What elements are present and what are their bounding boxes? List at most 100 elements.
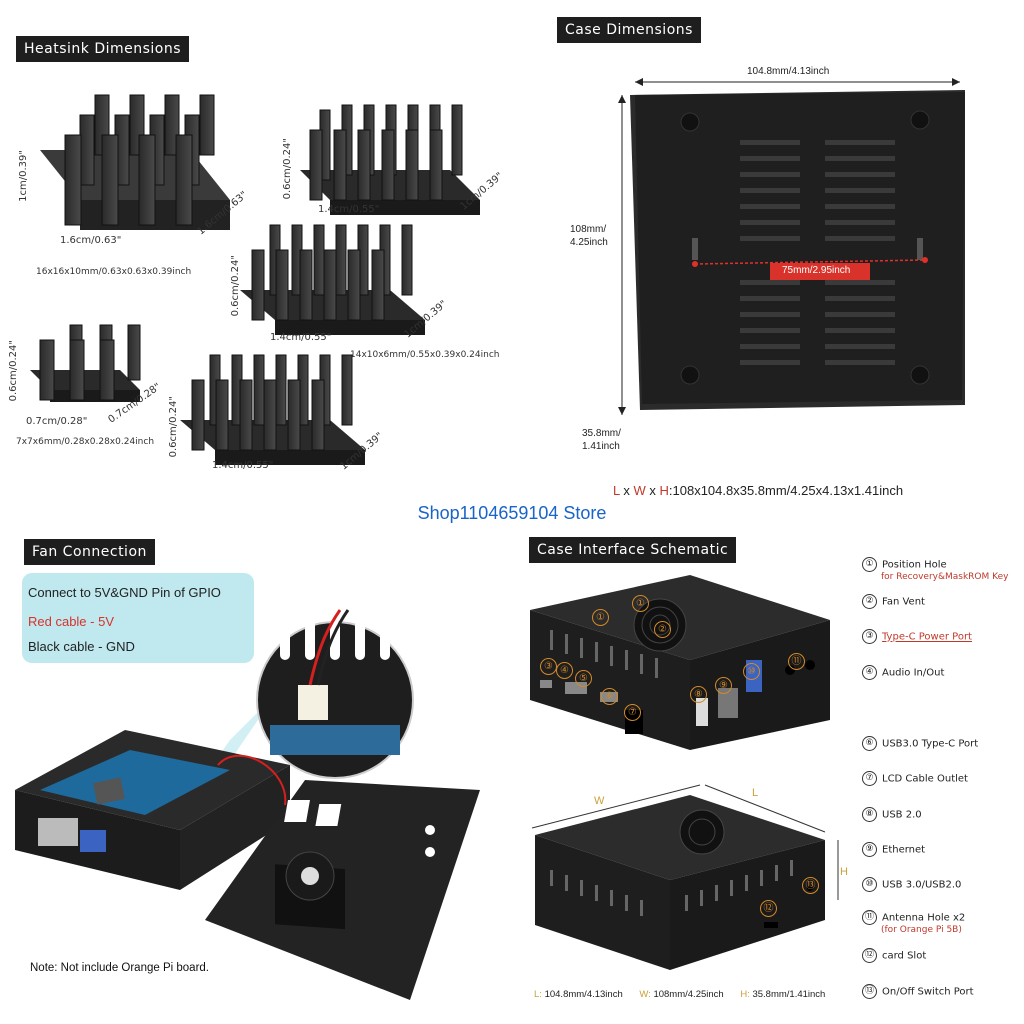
hs1-spec: 16x16x10mm/0.63x0.63x0.39inch [36,267,192,277]
legend-label: USB3.0 Type-C Port [882,738,979,750]
heatsink-14x10-a [300,104,480,215]
legend-item-12: ⑫ card Slot [862,948,926,963]
footer-w-value: 108mm/4.25inch [650,989,724,1000]
schematic-h-letter: H [840,866,848,878]
legend-item-3: ③ Type-C Power Port [862,629,972,644]
legend-num: ⑦ [862,771,877,786]
hs3-spec: 14x10x6mm/0.55x0.39x0.24inch [350,350,500,360]
legend-num: ① [862,557,877,572]
marker-11: ⑪ [788,653,805,670]
legend-item-6: ⑥ USB3.0 Type-C Port [862,736,978,751]
formula-x1: x [619,483,634,498]
legend-num: ④ [862,665,877,680]
legend-label: Ethernet [882,844,926,856]
hs4-height: 0.6cm/0.24" [8,340,19,402]
case-formula: L x W x H:108x104.8x35.8mm/4.25x4.13x1.4… [613,483,903,498]
legend-num: ⑬ [862,984,877,999]
legend-num: ⑥ [862,736,877,751]
schematic-w-letter: W [594,795,605,807]
marker-5: ⑤ [575,670,592,687]
case-depth-label-1: 35.8mm/ [582,428,621,439]
formula-l: L [613,483,620,498]
case-depth-label-2: 1.41inch [582,441,620,452]
fan-section-title: Fan Connection [24,539,155,565]
heatsink-section-title: Heatsink Dimensions [16,36,190,62]
marker-9: ⑨ [715,677,732,694]
formula-h: H [659,483,669,498]
hs3-height: 0.6cm/0.24" [230,255,241,317]
hole-spacing-label: 75mm/2.95inch [782,265,851,276]
hs4-spec: 7x7x6mm/0.28x0.28x0.24inch [16,437,155,447]
case-height-label-2: 4.25inch [570,237,608,248]
schematic-section-title: Case Interface Schematic [529,537,737,563]
hs1-width: 1.6cm/0.63" [60,235,122,246]
hs2-width: 1.4cm/0.55" [318,204,380,215]
legend-sub: (for Orange Pi 5B) [881,925,962,935]
marker-4: ④ [556,662,573,679]
schematic-l-letter: L [752,787,759,799]
heatsink-7x7 [30,324,141,402]
legend-label: Position Hole [882,559,947,571]
fan-line-red: Red cable - 5V [28,614,114,629]
hs5-width: 1.4cm/0.55" [212,460,274,471]
case-dims-title: Case Dimensions [557,17,701,43]
legend-num: ⑪ [862,910,877,925]
marker-6: ⑥ [601,688,618,705]
marker-3: ③ [540,658,557,675]
footer-h-value: 35.8mm/1.41inch [749,989,826,1000]
marker-13: ⑬ [802,877,819,894]
legend-item-8: ⑧ USB 2.0 [862,807,922,822]
heatsink-14x10-c [180,354,365,465]
fan-callout: Connect to 5V&GND Pin of GPIO Red cable … [22,573,254,663]
marker-1a: ① [592,609,609,626]
marker-7: ⑦ [624,704,641,721]
case-width-label: 104.8mm/4.13inch [747,66,830,77]
legend-num: ② [862,594,877,609]
legend-label: Fan Vent [882,596,925,608]
hs3-width: 1.4cm/0.55" [270,332,332,343]
legend-label: USB 3.0/USB2.0 [882,879,962,891]
marker-8: ⑧ [690,686,707,703]
legend-num: ③ [862,629,877,644]
legend-label: card Slot [882,950,927,962]
legend-item-10: ⑩ USB 3.0/USB2.0 [862,877,961,892]
legend-num: ⑫ [862,948,877,963]
formula-x2: x [645,483,660,498]
fan-line-black: Black cable - GND [28,639,135,654]
hs5-height: 0.6cm/0.24" [168,396,179,458]
hs2-height: 0.6cm/0.24" [282,138,293,200]
formula-rest: :108x104.8x35.8mm/4.25x4.13x1.41inch [668,483,904,498]
schematic-dims-footer: L: 104.8mm/4.13inch W: 108mm/4.25inch H:… [534,989,825,1000]
hs4-width: 0.7cm/0.28" [26,416,88,427]
legend-label: LCD Cable Outlet [882,773,968,785]
legend-sub: for Recovery&MaskROM Key [881,572,1009,582]
fan-illustration [15,609,480,1000]
case-height-label-1: 108mm/ [570,224,607,235]
fan-note: Note: Not include Orange Pi board. [30,962,209,974]
marker-12: ⑫ [760,900,777,917]
legend-label: Antenna Hole x2 [882,912,966,924]
store-name-link[interactable]: Shop1104659104 Store [417,503,607,523]
footer-l-value: 104.8mm/4.13inch [541,989,623,1000]
formula-w: W [633,483,646,498]
case-top-illustration [618,78,965,415]
legend-label: USB 2.0 [882,809,922,821]
legend-label: Type-C Power Port [882,631,972,643]
fan-line-gpio: Connect to 5V&GND Pin of GPIO [28,585,221,600]
heatsinks-illustration [30,94,480,465]
heatsink-16x16 [40,94,230,230]
legend-item-2: ② Fan Vent [862,594,925,609]
legend-num: ⑨ [862,842,877,857]
legend-num: ⑩ [862,877,877,892]
schematic-illustration [530,575,839,970]
footer-w-key: W: [639,989,651,1000]
marker-1b: ① [632,595,649,612]
footer-l-key: L: [534,989,542,1000]
marker-2: ② [654,621,671,638]
legend-item-9: ⑨ Ethernet [862,842,925,857]
footer-h-key: H: [740,989,750,1000]
hs1-height: 1cm/0.39" [18,150,29,202]
legend-num: ⑧ [862,807,877,822]
legend-item-7: ⑦ LCD Cable Outlet [862,771,968,786]
